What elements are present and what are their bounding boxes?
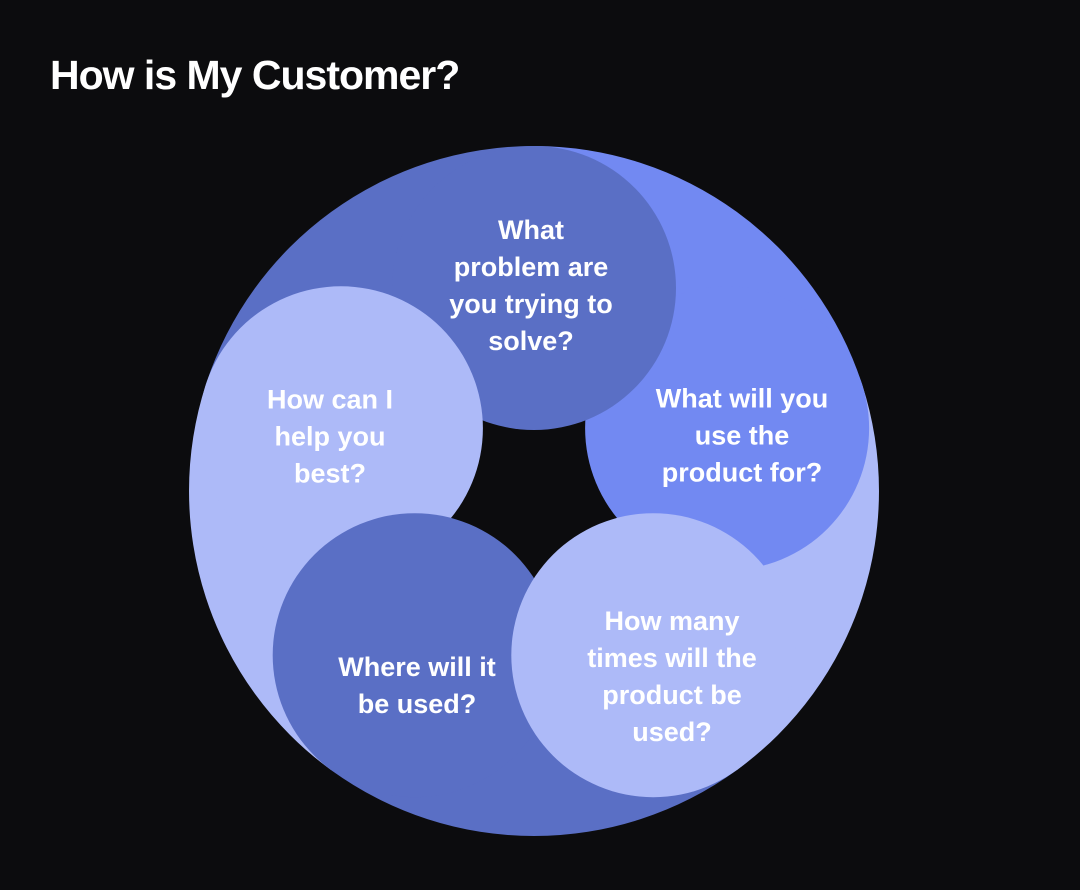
bubble-bottom-left-circle (272, 513, 557, 798)
bubble-label-top: What problem are you trying to solve? (449, 215, 613, 356)
bubble-left-circle (198, 286, 483, 571)
bubble-bottom-right-circle (511, 513, 796, 798)
bubble-label-bottom-right: How many times will the product be used? (587, 606, 757, 747)
bubble-label-left: How can I help you best? (266, 384, 394, 489)
page-title: How is My Customer? (50, 52, 460, 98)
bubble-label-bottom-left: Where will it be used? (338, 652, 496, 719)
bubble-label-right: What will you use the product for? (655, 383, 829, 488)
